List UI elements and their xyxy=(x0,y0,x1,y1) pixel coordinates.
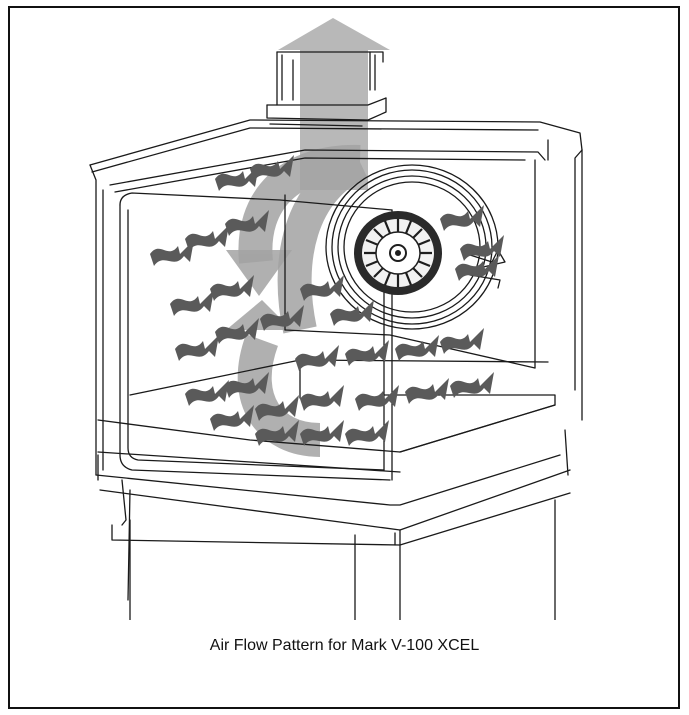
exhaust-arrow xyxy=(278,18,390,190)
figure-frame xyxy=(8,6,680,709)
blower-fan-wheel xyxy=(354,211,442,295)
figure-caption: Air Flow Pattern for Mark V-100 XCEL xyxy=(209,637,480,654)
oven-airflow-illustration xyxy=(89,18,583,620)
oven-outline xyxy=(89,51,583,620)
